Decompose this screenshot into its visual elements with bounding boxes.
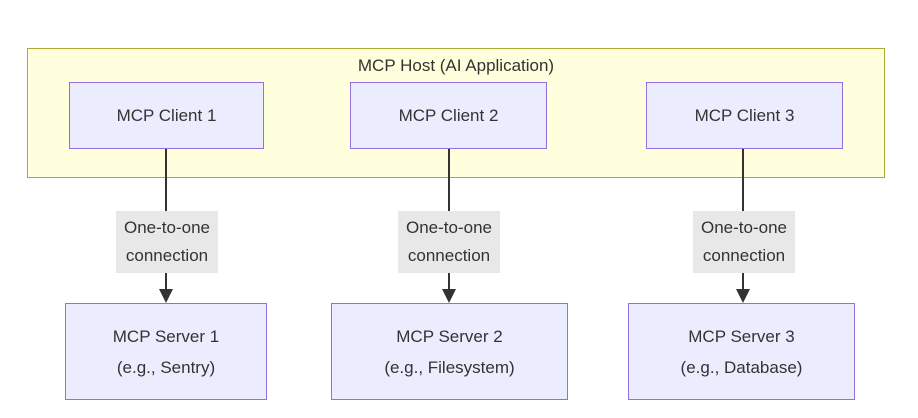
mcp-server-3-node: MCP Server 3 (e.g., Database) [628, 303, 855, 400]
mcp-server-2-title: MCP Server 2 [396, 326, 503, 346]
mcp-client-2-node: MCP Client 2 [350, 82, 547, 149]
mcp-server-1-node: MCP Server 1 (e.g., Sentry) [65, 303, 267, 400]
arrowhead-down-icon [442, 289, 456, 303]
edge-label-1: One-to-one connection [116, 211, 218, 273]
edge-label-2-line2: connection [407, 246, 491, 265]
edge-label-3-line2: connection [702, 246, 786, 265]
mcp-server-2-node: MCP Server 2 (e.g., Filesystem) [331, 303, 568, 400]
mcp-client-2-label: MCP Client 2 [398, 106, 499, 125]
edge-label-2: One-to-one connection [398, 211, 500, 273]
mcp-server-1-title: MCP Server 1 [112, 326, 220, 346]
edge-label-3: One-to-one connection [693, 211, 795, 273]
edge-label-3-line1: One-to-one [701, 218, 787, 237]
arrowhead-down-icon [736, 289, 750, 303]
edge-label-2-line1: One-to-one [406, 218, 492, 237]
edge-label-1-line1: One-to-one [124, 218, 210, 237]
mcp-client-3-label: MCP Client 3 [694, 106, 795, 125]
edge-label-1-line2: connection [125, 246, 209, 265]
mcp-server-3-subtitle: (e.g., Database) [680, 357, 803, 377]
mcp-client-1-node: MCP Client 1 [69, 82, 264, 149]
mcp-server-3-title: MCP Server 3 [688, 326, 795, 346]
mcp-server-1-subtitle: (e.g., Sentry) [116, 357, 216, 377]
mcp-server-2-subtitle: (e.g., Filesystem) [384, 357, 515, 377]
mcp-client-3-node: MCP Client 3 [646, 82, 843, 149]
host-title: MCP Host (AI Application) [357, 56, 555, 75]
mcp-client-1-label: MCP Client 1 [116, 106, 217, 125]
arrowhead-down-icon [159, 289, 173, 303]
